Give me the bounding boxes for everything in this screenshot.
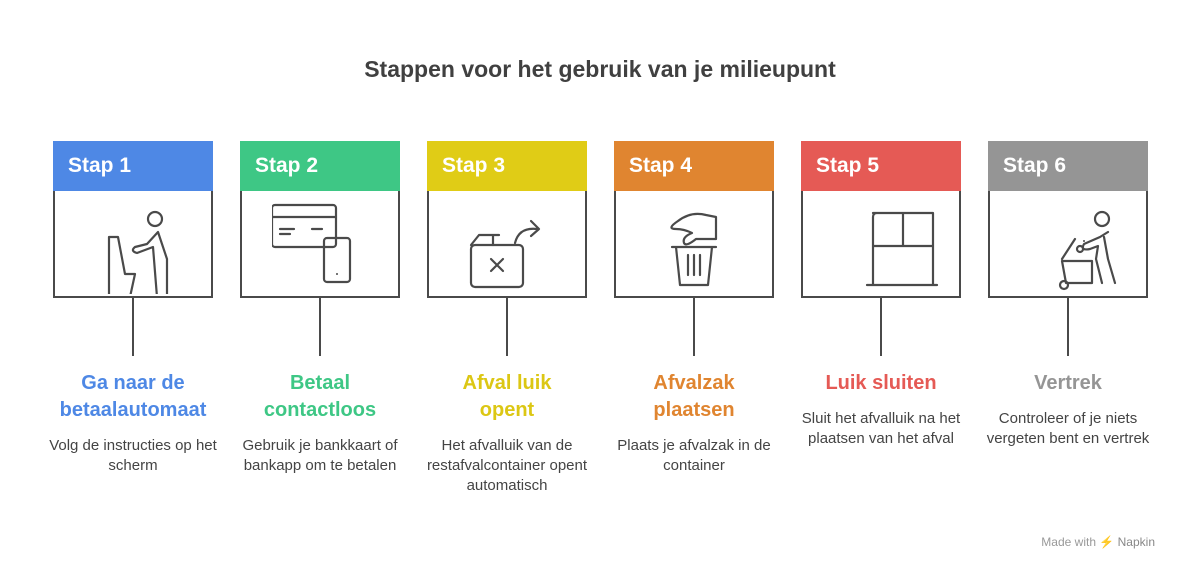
- brand-name: Napkin: [1117, 535, 1155, 549]
- step-title: Afvalzak plaatsen: [653, 372, 735, 421]
- step-title: Luik sluiten: [825, 372, 937, 394]
- step-5: Stap 5 Luik sluiten Sluit het afvalluik …: [801, 141, 961, 449]
- step-1: Stap 1 Ga naar de betaalautomaat Volg de…: [49, 141, 217, 476]
- person-at-machine-icon: [107, 210, 169, 294]
- connector-line: [880, 298, 882, 356]
- step-title: Ga naar de betaalautomaat: [59, 372, 207, 421]
- step-header: Stap 2: [240, 141, 400, 191]
- step-6: Stap 6 Vertrek Controleer of je niets ve…: [987, 141, 1149, 449]
- step-description: Gebruik je bankkaart of bankapp om te be…: [242, 437, 398, 474]
- connector-line: [506, 298, 508, 356]
- step-description: Het afvalluik van de restafvalcontainer …: [426, 437, 588, 494]
- step-icon-box: [988, 191, 1148, 298]
- step-icon-box: [614, 191, 774, 298]
- closed-hatch-icon: [865, 211, 939, 287]
- connector-line: [132, 298, 134, 356]
- step-description: Sluit het afvalluik na het plaatsen van …: [801, 410, 961, 447]
- connector-line: [693, 298, 695, 356]
- step-2: Stap 2 Betaal contactloos Gebruik je ban…: [240, 141, 400, 476]
- person-bin-icon: [1058, 210, 1117, 291]
- hand-trash-icon: [670, 212, 718, 287]
- step-icon-box: [240, 191, 400, 298]
- step-header: Stap 6: [988, 141, 1148, 191]
- step-header: Stap 3: [427, 141, 587, 191]
- step-icon-box: [801, 191, 961, 298]
- step-title: Vertrek: [1034, 372, 1102, 394]
- page-title: Stappen voor het gebruik van je milieupu…: [364, 56, 836, 82]
- connector-line: [319, 298, 321, 356]
- step-header: Stap 5: [801, 141, 961, 191]
- step-description: Volg de instructies op het scherm: [49, 437, 217, 474]
- connector-line: [1067, 298, 1069, 356]
- step-icon-box: [53, 191, 213, 298]
- step-3: Stap 3 Afval luik opent Het afvalluik va…: [427, 141, 587, 496]
- step-description: Plaats je afvalzak in de container: [617, 437, 771, 474]
- step-title: Afval luik opent: [462, 372, 552, 421]
- step-description: Controleer of je niets vergeten bent en …: [986, 410, 1150, 447]
- step-icon-box: [427, 191, 587, 298]
- card-phone-icon: [272, 203, 352, 284]
- step-title: Betaal contactloos: [263, 372, 377, 421]
- made-with-napkin[interactable]: Made with ⚡ Napkin: [1041, 535, 1155, 549]
- napkin-logo-icon: ⚡: [1099, 535, 1115, 549]
- step-4: Stap 4 Afvalzak plaatsen Plaats je afval…: [614, 141, 774, 476]
- made-with-label: Made with: [1041, 535, 1096, 549]
- step-header: Stap 1: [53, 141, 213, 191]
- step-header: Stap 4: [614, 141, 774, 191]
- open-box-icon: [469, 219, 541, 289]
